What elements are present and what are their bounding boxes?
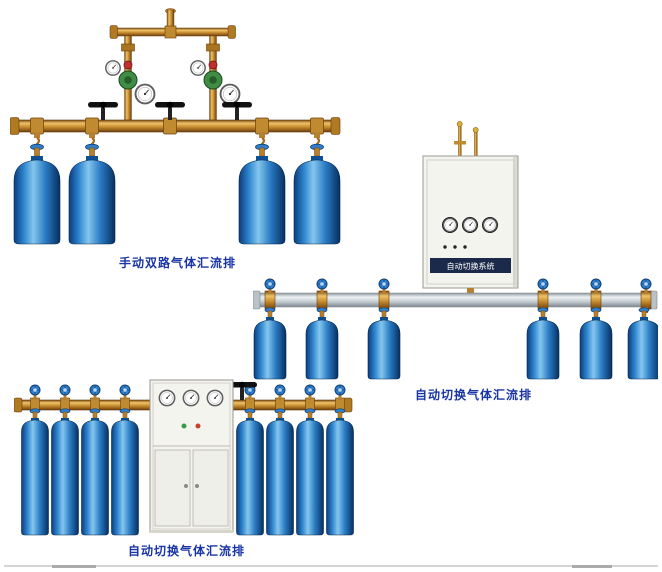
control-cabinet	[149, 379, 234, 533]
divider-mark	[52, 565, 96, 568]
gas-bottle	[367, 307, 401, 380]
gas-cylinder	[21, 408, 49, 536]
product-figure-manual-dual-manifold: 手动双路气体汇流排	[10, 8, 345, 271]
pressure-gauge	[134, 83, 156, 105]
cabinet-door-right	[192, 449, 229, 527]
gas-bottle	[627, 307, 658, 380]
gas-bottle	[253, 307, 287, 380]
gas-cylinder	[51, 408, 79, 536]
divider-mark	[572, 565, 612, 568]
gas-bottle	[13, 143, 61, 245]
cabinet-gauge	[442, 217, 458, 233]
indicator-light	[443, 245, 447, 249]
valve-handwheel-blue	[334, 384, 346, 396]
figure-caption: 自动切换气体汇流排	[127, 544, 245, 558]
cabinet-gauge	[206, 389, 224, 407]
valve-stems	[268, 286, 648, 294]
gas-cylinder	[266, 408, 294, 536]
valve-handwheel-blue	[640, 278, 652, 290]
valve-handwheel-blue	[537, 278, 549, 290]
regulator-knob	[208, 60, 218, 70]
gas-cylinder	[296, 408, 324, 536]
cabinet-door-left	[154, 449, 191, 527]
gas-cylinder	[111, 408, 139, 536]
valve-handwheel-blue	[378, 278, 390, 290]
indicator-light	[463, 245, 467, 249]
pressure-gauge	[105, 60, 121, 76]
auto-switch-wall-illustration: 自动切换系统	[253, 121, 658, 380]
manifold-pipe	[253, 290, 658, 310]
pressure-gauge	[190, 60, 206, 76]
pressure-regulator-right	[190, 60, 241, 105]
station-valves	[29, 384, 346, 400]
valve-handwheel-blue	[29, 384, 41, 396]
manual-dual-manifold-illustration	[10, 8, 341, 245]
product-figure-auto-switch-wall: 自动切换系统	[253, 118, 658, 403]
cabinet-gauge	[482, 217, 498, 233]
valve-handwheel-blue	[316, 278, 328, 290]
figure-caption: 自动切换气体汇流排	[414, 388, 532, 402]
indicator-green	[181, 423, 187, 429]
gas-cylinder	[236, 408, 264, 536]
valve-handwheel-blue	[59, 384, 71, 396]
gas-cylinder	[326, 408, 354, 536]
valve-handwheel-blue	[274, 384, 286, 396]
gas-cylinder	[81, 408, 109, 536]
valve-handwheel-blue	[89, 384, 101, 396]
valve-handwheel-blue	[304, 384, 316, 396]
product-figure-auto-switch-floor: 自动切换气体汇流排	[14, 374, 359, 559]
figure-caption: 手动双路气体汇流排	[118, 256, 236, 270]
valve-handwheel-black	[88, 101, 118, 120]
gas-bottle	[68, 143, 116, 245]
gas-bottle	[579, 307, 613, 380]
door-handle	[195, 484, 199, 488]
valve-handwheel-black	[155, 101, 185, 120]
auto-switch-floor-illustration	[14, 379, 354, 536]
cabinet-top-pipes	[454, 121, 479, 156]
manifold-pipe	[10, 117, 341, 135]
valve-handwheel-blue	[264, 278, 276, 290]
page-bottom-divider	[4, 565, 658, 568]
gas-bottle	[526, 307, 560, 380]
pressure-regulator-left	[105, 60, 156, 105]
indicator-light	[453, 245, 457, 249]
cabinet-gauge	[158, 389, 176, 407]
cabinet-gauge	[182, 389, 200, 407]
control-cabinet: 自动切换系统	[422, 155, 519, 293]
pressure-gauge	[219, 83, 241, 105]
cabinet-label: 自动切换系统	[447, 261, 495, 271]
valve-handwheel-blue	[590, 278, 602, 290]
door-handle	[184, 484, 188, 488]
gas-bottle	[305, 307, 339, 380]
valve-handwheel-blue	[119, 384, 131, 396]
cabinet-label-band	[430, 258, 511, 273]
header-pipe	[109, 8, 236, 39]
indicator-red	[195, 423, 201, 429]
regulator-knob	[123, 60, 133, 70]
cabinet-gauge	[462, 217, 478, 233]
valve-handwheel-black	[222, 101, 252, 120]
